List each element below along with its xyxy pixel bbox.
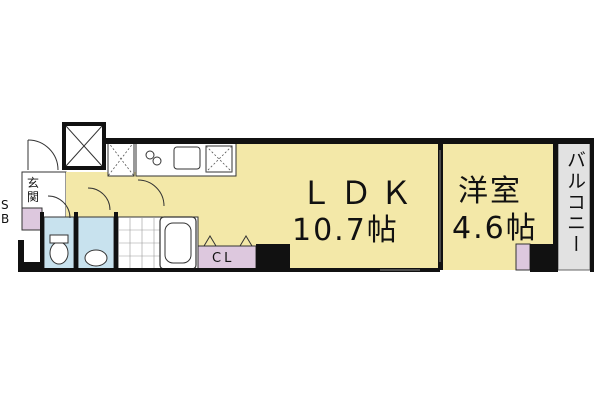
western-room-label: 洋室 [458,174,522,209]
ldk-area: 10.7帖 [292,213,399,248]
closet [197,245,257,271]
ldk-label: ＬＤＫ [300,174,421,212]
hallway-floor [66,172,136,217]
shoe-box-label: S B [1,198,10,226]
western-room-area: 4.6帖 [452,211,538,246]
kitchen-sink [173,146,201,170]
entrance-label: 玄関 [27,176,40,204]
shoe-box [21,207,43,231]
balcony-label: バルコニー [564,150,586,255]
western-storage [515,243,531,271]
closet-label: CL [212,251,235,266]
